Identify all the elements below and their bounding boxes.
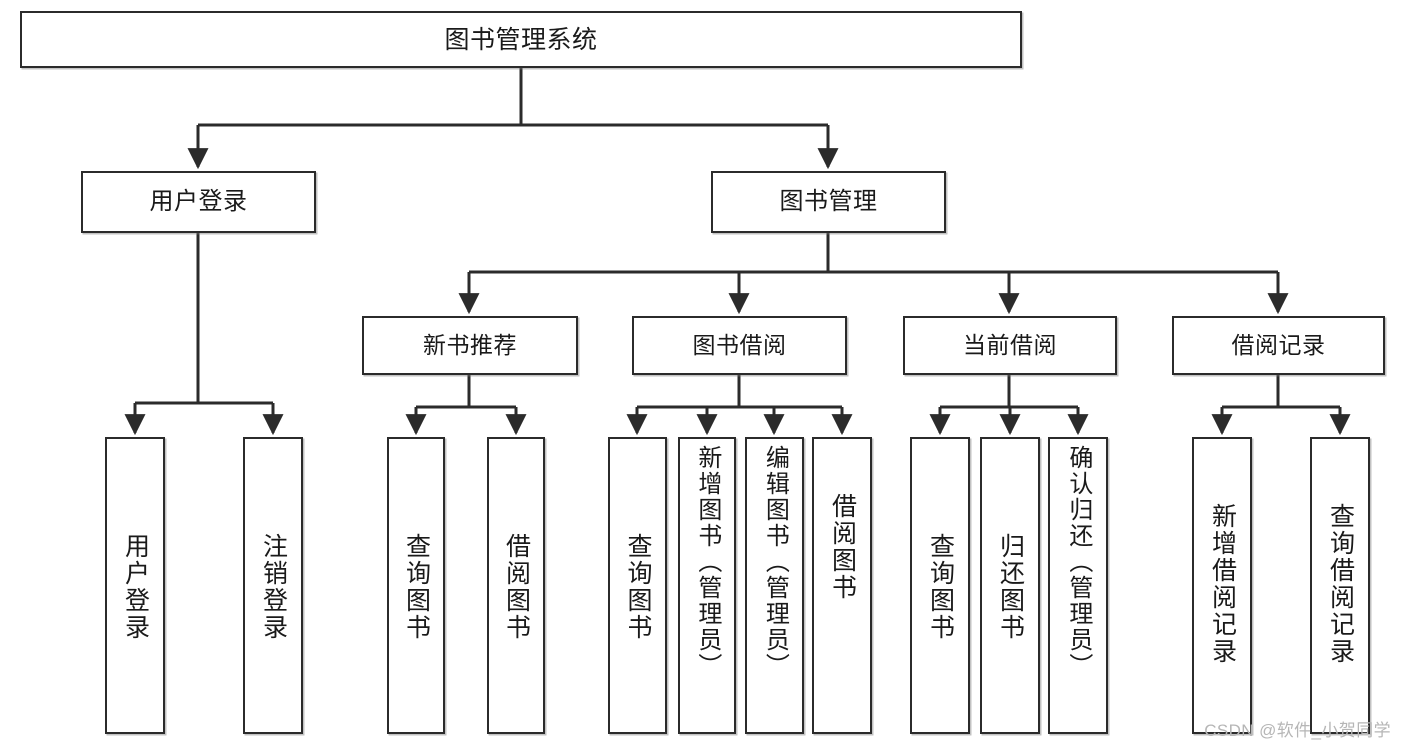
leaf-query-book-current[interactable]: 查询图书 <box>910 437 970 734</box>
node-label: 新增图书（管理员） <box>693 445 721 679</box>
csdn-watermark: CSDN @软件_小贺同学 <box>1204 721 1391 740</box>
leaf-add-borrow-record[interactable]: 新增借阅记录 <box>1192 437 1252 734</box>
leaf-edit-book-admin[interactable]: 编辑图书（管理员） <box>745 437 804 734</box>
node-label: 借阅图书 <box>828 493 857 601</box>
leaf-return-book[interactable]: 归还图书 <box>980 437 1040 734</box>
node-label: 查询图书 <box>926 533 955 641</box>
node-user-login[interactable]: 用户登录 <box>81 171 316 233</box>
node-label: 编辑图书（管理员） <box>761 445 789 679</box>
node-label: 借阅图书 <box>502 533 531 641</box>
leaf-query-borrow-record[interactable]: 查询借阅记录 <box>1310 437 1370 734</box>
node-label: 注销登录 <box>259 533 288 641</box>
node-label: 借阅记录 <box>1231 331 1326 358</box>
node-borrow-record[interactable]: 借阅记录 <box>1172 316 1385 375</box>
node-label: 新增借阅记录 <box>1208 503 1237 665</box>
leaf-add-book-admin[interactable]: 新增图书（管理员） <box>678 437 736 734</box>
node-new-book-recommend[interactable]: 新书推荐 <box>362 316 578 375</box>
node-label: 归还图书 <box>996 533 1025 641</box>
node-label: 图书管理 <box>779 187 878 215</box>
node-label: 图书管理系统 <box>444 25 598 54</box>
node-label: 查询图书 <box>402 533 431 641</box>
leaf-borrow-book-recommend[interactable]: 借阅图书 <box>487 437 545 734</box>
node-root-system[interactable]: 图书管理系统 <box>20 11 1022 68</box>
node-book-management[interactable]: 图书管理 <box>711 171 946 233</box>
node-label: 查询图书 <box>624 533 652 641</box>
node-label: 用户登录 <box>121 533 150 641</box>
node-book-borrow[interactable]: 图书借阅 <box>632 316 847 375</box>
leaf-user-logout[interactable]: 注销登录 <box>243 437 303 734</box>
leaf-query-book-recommend[interactable]: 查询图书 <box>387 437 445 734</box>
node-label: 图书借阅 <box>692 331 787 358</box>
node-label: 确认归还（管理员） <box>1064 445 1092 679</box>
node-label: 新书推荐 <box>423 331 517 358</box>
leaf-user-login[interactable]: 用户登录 <box>105 437 165 734</box>
node-label: 当前借阅 <box>963 331 1057 358</box>
node-label: 用户登录 <box>149 187 248 215</box>
leaf-query-book-borrow[interactable]: 查询图书 <box>608 437 667 734</box>
leaf-borrow-book[interactable]: 借阅图书 <box>812 437 872 734</box>
node-current-borrow[interactable]: 当前借阅 <box>903 316 1117 375</box>
node-label: 查询借阅记录 <box>1326 503 1355 665</box>
leaf-confirm-return-admin[interactable]: 确认归还（管理员） <box>1048 437 1108 734</box>
